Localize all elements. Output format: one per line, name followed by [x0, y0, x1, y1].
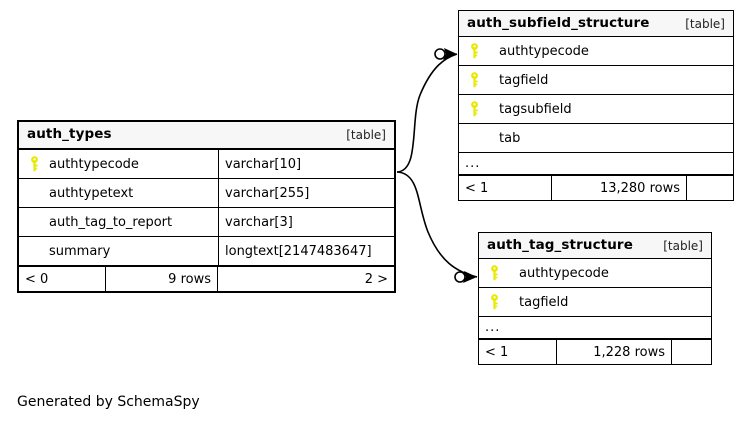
column-row[interactable]: authtypetext varchar[255]	[19, 179, 394, 208]
table-footer-auth-subfield-structure: < 1 13,280 rows	[459, 175, 733, 200]
row-count: 9 rows	[106, 267, 218, 291]
table-auth-subfield-structure[interactable]: auth_subfield_structure [table] authtype…	[458, 10, 734, 201]
table-footer-auth-types: < 0 9 rows 2 >	[19, 266, 394, 291]
column-name-cell: tagfield	[479, 288, 711, 316]
more-columns-indicator: ...	[479, 317, 711, 339]
primary-key-icon	[25, 156, 43, 172]
column-name: tagsubfield	[499, 101, 572, 117]
primary-key-icon	[485, 294, 503, 310]
column-row[interactable]: authtypecode	[479, 259, 711, 288]
column-row[interactable]: auth_tag_to_report varchar[3]	[19, 208, 394, 237]
column-name: summary	[49, 243, 111, 259]
primary-key-icon	[485, 265, 503, 281]
parent-count: < 1	[459, 176, 552, 200]
column-name: auth_tag_to_report	[49, 214, 173, 230]
column-name: authtypetext	[49, 185, 134, 201]
relationship-auth-types-to-auth-subfield-structure	[396, 48, 458, 173]
column-type: varchar[3]	[225, 214, 293, 230]
table-header-auth-types: auth_types [table]	[19, 122, 394, 150]
parent-count: < 1	[479, 340, 557, 364]
column-name-cell: auth_tag_to_report	[19, 208, 219, 236]
column-name-cell: summary	[19, 237, 219, 265]
column-name-cell: tagfield	[459, 66, 733, 94]
column-row[interactable]: tab	[459, 124, 733, 153]
column-name: authtypecode	[499, 43, 589, 59]
column-type: varchar[10]	[225, 156, 302, 172]
table-title: auth_types	[27, 126, 112, 143]
table-footer-auth-tag-structure: < 1 1,228 rows	[479, 339, 711, 364]
primary-key-icon	[465, 72, 483, 88]
row-count: 13,280 rows	[552, 176, 687, 200]
column-name: authtypecode	[519, 265, 609, 281]
column-row[interactable]: authtypecode	[459, 37, 733, 66]
generated-by-footnote: Generated by SchemaSpy	[17, 394, 200, 410]
column-name-cell: authtypecode	[19, 150, 219, 178]
table-kind-label: [table]	[685, 16, 725, 31]
table-kind-label: [table]	[663, 238, 703, 253]
child-count: 2 >	[364, 271, 388, 287]
table-header-auth-subfield-structure: auth_subfield_structure [table]	[459, 11, 733, 37]
column-name-cell: tab	[459, 124, 733, 152]
column-name-cell: authtypecode	[479, 259, 711, 287]
child-count	[687, 176, 733, 200]
primary-key-icon	[465, 101, 483, 117]
column-name: authtypecode	[49, 156, 139, 172]
primary-key-icon	[465, 43, 483, 59]
column-type: longtext[2147483647]	[225, 243, 372, 259]
table-title: auth_tag_structure	[487, 236, 633, 253]
column-row[interactable]: tagfield	[479, 288, 711, 317]
column-row[interactable]: authtypecode varchar[10]	[19, 150, 394, 179]
column-name: tab	[499, 130, 521, 146]
column-row[interactable]: tagfield	[459, 66, 733, 95]
table-auth-types[interactable]: auth_types [table] authtypecode varchar[…	[17, 120, 396, 293]
table-title: auth_subfield_structure	[467, 14, 650, 31]
row-count: 1,228 rows	[557, 340, 672, 364]
table-kind-label: [table]	[346, 128, 386, 142]
table-header-auth-tag-structure: auth_tag_structure [table]	[479, 233, 711, 259]
parent-count: < 0	[19, 267, 106, 291]
table-auth-tag-structure[interactable]: auth_tag_structure [table] authtypecode	[478, 232, 712, 365]
column-row[interactable]: summary longtext[2147483647]	[19, 237, 394, 266]
column-name-cell: tagsubfield	[459, 95, 733, 123]
column-name: tagfield	[499, 72, 549, 88]
more-columns-indicator: ...	[459, 153, 733, 175]
column-name-cell: authtypecode	[459, 37, 733, 65]
child-count	[672, 340, 711, 364]
column-name-cell: authtypetext	[19, 179, 219, 207]
column-row[interactable]: tagsubfield	[459, 95, 733, 124]
column-type: varchar[255]	[225, 185, 310, 201]
column-name: tagfield	[519, 294, 569, 310]
